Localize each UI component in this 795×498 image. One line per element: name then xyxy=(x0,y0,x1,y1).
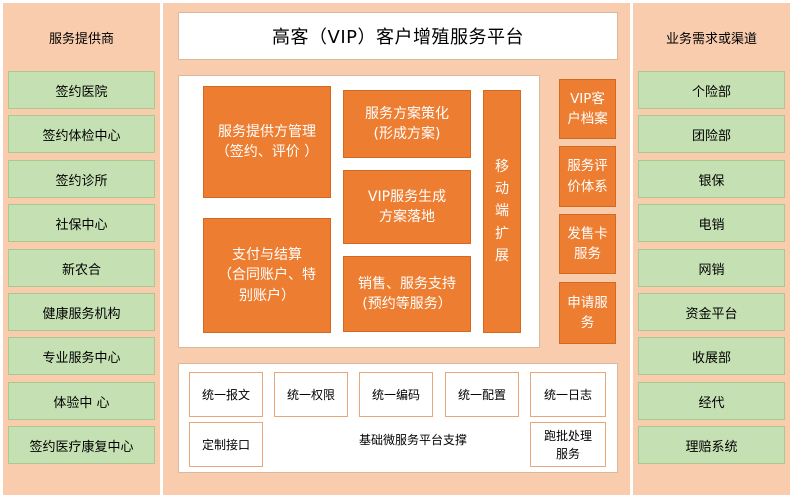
business-channel-header: 业务需求或渠道 xyxy=(665,31,757,47)
provider-item: 签约医院 xyxy=(8,71,155,109)
provider-item: 健康服务机构 xyxy=(8,293,155,331)
provider-item: 签约诊所 xyxy=(8,160,155,198)
channel-item: 理赔系统 xyxy=(638,426,785,464)
channel-item: 电销 xyxy=(638,204,785,242)
unified-message-box: 统一报文 xyxy=(189,372,263,417)
unified-config-box: 统一配置 xyxy=(445,372,519,417)
payment-settlement-module: 支付与结算 （合同账户、特 别账户） xyxy=(203,218,331,333)
provider-item: 签约医疗康复中心 xyxy=(8,426,155,464)
base-platform-label: 基础微服务平台支撑 xyxy=(358,433,467,447)
provider-item: 新农合 xyxy=(8,249,155,287)
channel-item: 个险部 xyxy=(638,71,785,109)
vip-profile-module: VIP客 户档案 xyxy=(559,79,616,139)
channel-item: 经代 xyxy=(638,382,785,420)
core-services-panel: 服务提供方管理 （签约、评价 ） 支付与结算 （合同账户、特 别账户） 服务方案… xyxy=(178,75,540,348)
batch-processing-box: 跑批处理 服务 xyxy=(530,422,606,467)
service-evaluation-module: 服务评 价体系 xyxy=(559,146,616,207)
vip-plan-module: VIP服务生成 方案落地 xyxy=(343,170,471,244)
card-issuing-module: 发售卡 服务 xyxy=(559,214,616,274)
sales-support-module: 销售、服务支持 (预约等服务） xyxy=(343,256,471,332)
provider-management-module: 服务提供方管理 （签约、评价 ） xyxy=(203,86,331,198)
plan-strategy-module: 服务方案策化 (形成方案) xyxy=(343,90,471,158)
service-provider-header: 服务提供商 xyxy=(48,31,114,47)
custom-interface-box: 定制接口 xyxy=(189,422,263,467)
channel-item: 银保 xyxy=(638,160,785,198)
channel-item: 资金平台 xyxy=(638,293,785,331)
unified-encoding-box: 统一编码 xyxy=(359,372,433,417)
provider-item: 签约体检中心 xyxy=(8,115,155,153)
provider-item: 体验中 心 xyxy=(8,382,155,420)
platform-center-panel: 高客（VIP）客户增殖服务平台 服务提供方管理 （签约、评价 ） 支付与结算 （… xyxy=(163,3,630,495)
channel-item: 收展部 xyxy=(638,337,785,375)
platform-title: 高客（VIP）客户增殖服务平台 xyxy=(178,12,618,60)
application-service-module: 申请服 务 xyxy=(559,282,616,344)
provider-item: 专业服务中心 xyxy=(8,337,155,375)
provider-item: 社保中心 xyxy=(8,204,155,242)
channel-item: 团险部 xyxy=(638,115,785,153)
business-channel-column: 业务需求或渠道 个险部 团险部 银保 电销 网销 资金平台 收展部 经代 理赔系… xyxy=(633,3,790,495)
channel-item: 网销 xyxy=(638,249,785,287)
service-provider-column: 服务提供商 签约医院 签约体检中心 签约诊所 社保中心 新农合 健康服务机构 专… xyxy=(3,3,160,495)
unified-log-box: 统一日志 xyxy=(530,372,606,417)
unified-permission-box: 统一权限 xyxy=(274,372,348,417)
mobile-extension-module: 移 动 端 扩 展 xyxy=(483,90,521,333)
